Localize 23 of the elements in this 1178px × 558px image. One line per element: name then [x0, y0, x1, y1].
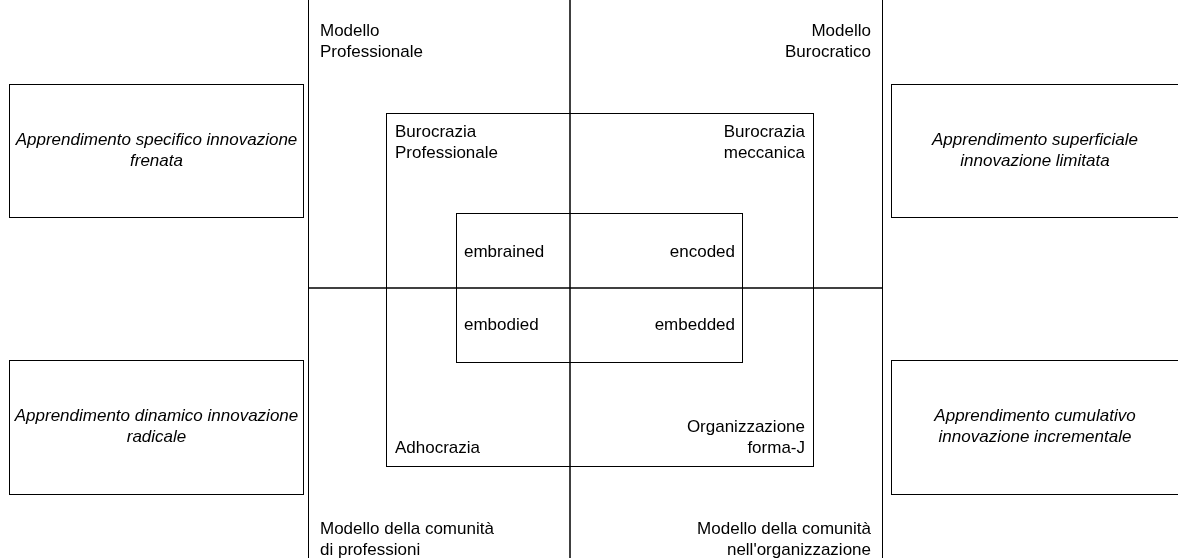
core-frame — [456, 213, 743, 363]
quadrant-label: Organizzazione forma-J — [685, 416, 805, 458]
quadrant-label: embrained — [464, 241, 546, 262]
quadrant-label: Adhocrazia — [395, 437, 482, 458]
text-box — [891, 84, 1178, 218]
text-box — [891, 360, 1178, 495]
quadrant-label: embodied — [464, 314, 540, 335]
quadrant-label: Modello della comunità nell'organizzazione — [696, 518, 871, 558]
quadrant-frame — [308, 0, 883, 558]
box-text: Apprendimento specifico innovazione frenata — [14, 129, 299, 171]
text-box — [9, 84, 304, 218]
box-text: Apprendimento superficiale innovazione limitata — [930, 129, 1139, 171]
quadrant-label: encoded — [668, 241, 735, 262]
quadrant-label: Burocrazia meccanica — [722, 121, 805, 163]
text-box — [9, 360, 304, 495]
box-text: Apprendimento dinamico innovazione radicale — [13, 405, 300, 447]
box-text: Apprendimento cumulativo innovazione incrementale — [932, 405, 1137, 447]
quadrant-label: Burocrazia Professionale — [395, 121, 499, 163]
quadrant-label: embedded — [653, 314, 735, 335]
quadrant-label: Modello della comunità di professioni — [320, 518, 495, 558]
quadrant-label: Modello Burocratico — [784, 20, 871, 62]
quadrant-label: Modello Professionale — [320, 20, 424, 62]
inner-frame — [386, 113, 814, 467]
